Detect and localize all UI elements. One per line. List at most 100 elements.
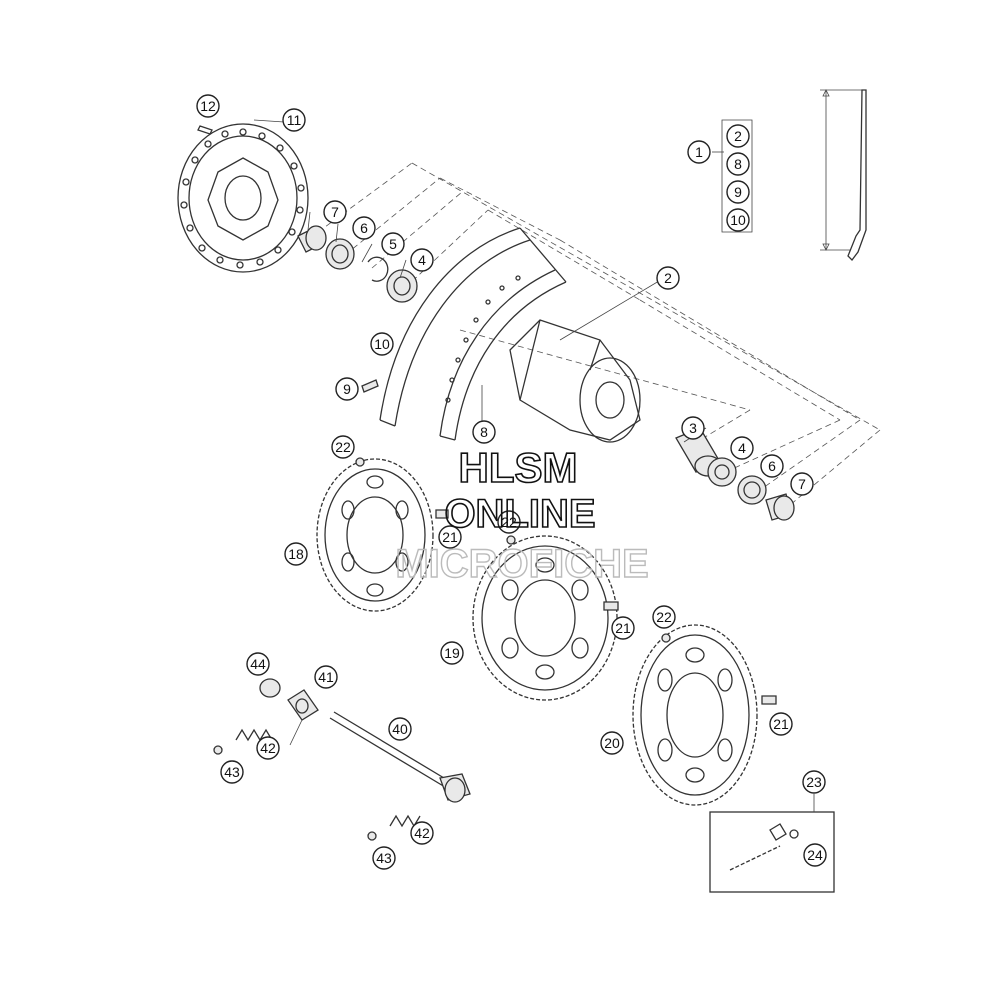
wheel-axle [329, 711, 471, 803]
callout-44: 44 [246, 652, 270, 676]
callout-42-b: 42 [410, 821, 434, 845]
svg-text:43: 43 [224, 764, 240, 780]
svg-text:21: 21 [773, 716, 789, 732]
svg-text:4: 4 [418, 252, 426, 268]
svg-text:21: 21 [615, 620, 631, 636]
watermark: HLSM ONLINE MICROFICHE [395, 443, 650, 587]
svg-text:2: 2 [734, 128, 742, 144]
svg-text:8: 8 [480, 424, 488, 440]
right-bearing [707, 457, 737, 487]
callout-43-a: 43 [220, 760, 244, 784]
disc-screw [197, 125, 213, 135]
chain-kit [709, 794, 835, 893]
callout-8: 8 [472, 420, 496, 444]
svg-text:44: 44 [250, 656, 266, 672]
svg-text:10: 10 [374, 336, 390, 352]
adjuster-nut-right [367, 831, 377, 841]
right-seal [737, 475, 767, 505]
callout-7-right: 7 [790, 472, 814, 496]
watermark-line-2: ONLINE [444, 492, 595, 536]
adjuster-spring-left [235, 728, 273, 742]
callout-9-kit: 9 [726, 180, 750, 204]
svg-text:18: 18 [288, 546, 304, 562]
callout-22-b: 22 [497, 510, 521, 534]
svg-text:7: 7 [331, 204, 339, 220]
wheel-hub [509, 319, 641, 443]
svg-text:22: 22 [335, 439, 351, 455]
callout-19: 19 [440, 641, 464, 665]
callout-43-b: 43 [372, 846, 396, 870]
svg-text:42: 42 [414, 825, 430, 841]
callout-10-kit: 10 [726, 208, 750, 232]
callout-8-kit: 8 [726, 152, 750, 176]
callout-2-kit: 2 [726, 124, 750, 148]
callout-2: 2 [656, 266, 680, 290]
svg-text:10: 10 [730, 212, 746, 228]
sprocket-nuts [355, 457, 671, 643]
left-spacer [297, 225, 327, 253]
svg-text:3: 3 [689, 420, 697, 436]
callout-20: 20 [600, 731, 624, 755]
svg-text:12: 12 [200, 98, 216, 114]
circlip [367, 256, 389, 282]
callout-4-right: 4 [730, 436, 754, 460]
right-spacer [765, 493, 795, 521]
spoke-length-diagram [820, 89, 867, 261]
svg-text:20: 20 [604, 735, 620, 751]
callout-21-c: 21 [769, 712, 793, 736]
watermark-line-1: HLSM [459, 444, 578, 491]
svg-text:42: 42 [260, 740, 276, 756]
callout-12: 12 [196, 94, 220, 118]
svg-text:6: 6 [360, 220, 368, 236]
assembly-guide-lines [309, 162, 881, 506]
wheel-rim [379, 227, 567, 441]
svg-text:2: 2 [664, 270, 672, 286]
callout-18: 18 [284, 542, 308, 566]
svg-text:4: 4 [738, 440, 746, 456]
callout-23: 23 [802, 770, 826, 794]
callout-22-c: 22 [652, 605, 676, 629]
callout-4-left: 4 [410, 248, 434, 272]
adjuster-block [259, 678, 281, 698]
callout-10: 10 [370, 332, 394, 356]
callout-41: 41 [314, 665, 338, 689]
svg-text:7: 7 [798, 476, 806, 492]
svg-text:8: 8 [734, 156, 742, 172]
callout-6-right: 6 [760, 454, 784, 478]
left-seal [325, 238, 355, 270]
watermark-line-3: MICROFICHE [395, 542, 648, 586]
spoke-nipple [361, 379, 379, 393]
callout-5: 5 [381, 232, 405, 256]
svg-text:5: 5 [389, 236, 397, 252]
callout-3: 3 [681, 416, 705, 440]
sprocket-18 [316, 458, 434, 612]
callout-24: 24 [803, 843, 827, 867]
callout-11: 11 [282, 108, 306, 132]
callout-21-a: 21 [438, 525, 462, 549]
svg-text:21: 21 [442, 529, 458, 545]
callout-40: 40 [388, 717, 412, 741]
svg-text:9: 9 [734, 184, 742, 200]
svg-text:22: 22 [656, 609, 672, 625]
svg-text:43: 43 [376, 850, 392, 866]
svg-text:41: 41 [318, 669, 334, 685]
adjuster-nut-left [213, 745, 223, 755]
svg-text:9: 9 [343, 381, 351, 397]
svg-text:24: 24 [807, 847, 823, 863]
svg-text:40: 40 [392, 721, 408, 737]
svg-text:6: 6 [768, 458, 776, 474]
callout-22-a: 22 [331, 435, 355, 459]
svg-text:22: 22 [501, 514, 517, 530]
brake-disc [177, 123, 309, 273]
sprocket-bolts [435, 509, 777, 705]
sprocket-20 [632, 624, 758, 806]
callout-21-b: 21 [611, 616, 635, 640]
callout-7-left: 7 [323, 200, 347, 224]
left-bearing [386, 269, 418, 303]
callout-9: 9 [335, 377, 359, 401]
callout-1: 1 [687, 140, 711, 164]
chain-adjuster [287, 689, 319, 721]
callout-6-left: 6 [352, 216, 376, 240]
leader-lines [253, 119, 753, 746]
